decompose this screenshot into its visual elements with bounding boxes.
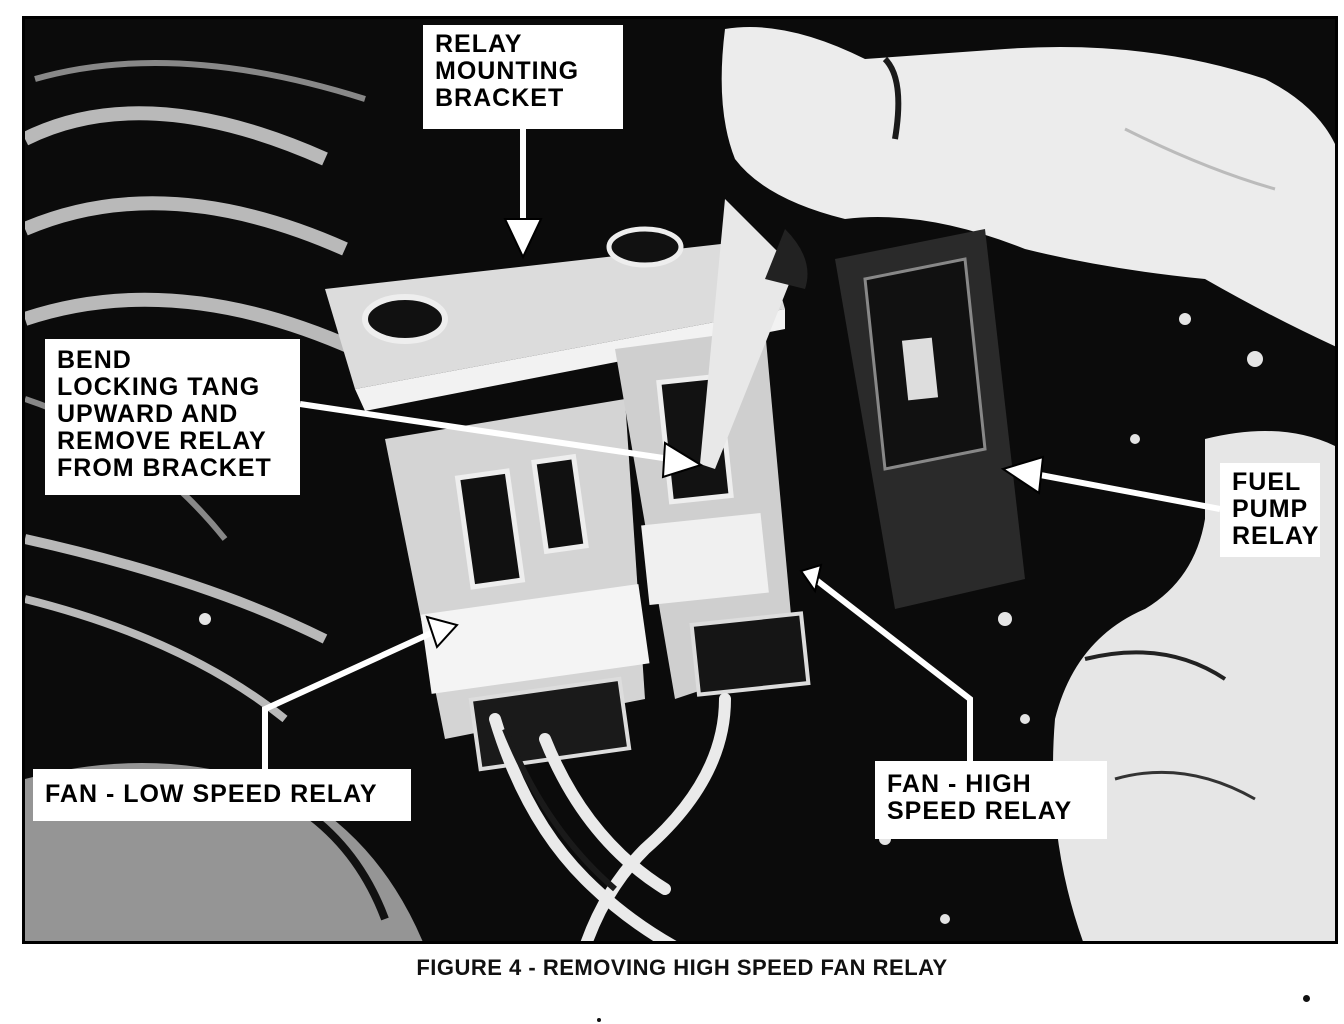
fan-high-speed-relay-label: FAN - HIGH SPEED RELAY xyxy=(875,761,1107,839)
stray-mark xyxy=(597,1018,601,1022)
high-speed-callout-line xyxy=(813,576,973,779)
tang-arrowhead xyxy=(661,441,704,479)
relay-photo-illustration xyxy=(25,27,1335,941)
low-speed-callout-line xyxy=(262,626,442,774)
bend-locking-tang-label: BEND LOCKING TANG UPWARD AND REMOVE RELA… xyxy=(45,339,300,495)
fuel-pump-relay-label: FUEL PUMP RELAY xyxy=(1220,463,1320,557)
stray-mark xyxy=(1303,995,1310,1002)
bracket-arrowhead xyxy=(503,218,543,260)
fan-low-speed-relay-label: FAN - LOW SPEED RELAY xyxy=(33,769,411,821)
fuel-pump-arrowhead xyxy=(1000,455,1045,495)
tang-callout-line xyxy=(299,401,671,462)
callout-lines xyxy=(262,129,1221,779)
high-speed-arrowhead xyxy=(799,563,823,594)
relay-mounting-bracket-label: RELAY MOUNTING BRACKET xyxy=(423,25,623,129)
fuel-pump-callout-line xyxy=(1034,471,1221,512)
figure-caption: FIGURE 4 - REMOVING HIGH SPEED FAN RELAY xyxy=(416,955,948,980)
low-speed-arrowhead xyxy=(425,615,459,649)
figure-photo: RELAY MOUNTING BRACKET BEND LOCKING TANG… xyxy=(22,16,1338,944)
